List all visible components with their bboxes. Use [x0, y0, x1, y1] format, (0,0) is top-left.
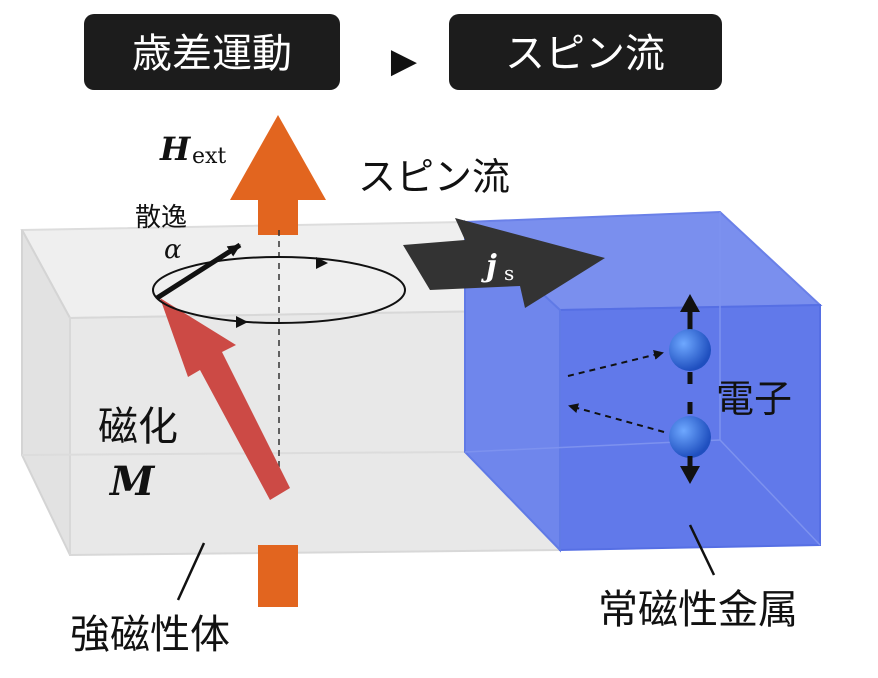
- electron-label: 電子: [716, 377, 792, 421]
- electron-spin-down: [669, 402, 711, 484]
- header-right-tag-label: スピン流: [505, 31, 665, 77]
- normal-metal-leader-line: [688, 524, 716, 576]
- ferromagnet-label: 強磁性体: [70, 612, 230, 658]
- damping-symbol: α: [164, 235, 182, 265]
- header-right-tag: スピン流: [449, 14, 722, 90]
- damping-arrow: [155, 242, 242, 301]
- spin-current-label: スピン流: [358, 155, 510, 199]
- current-density-subscript: s: [504, 261, 514, 285]
- spin-current-arrow: j s: [403, 218, 605, 308]
- magnetization-symbol: M: [108, 458, 156, 505]
- electron-spin-up: [669, 294, 711, 384]
- magnetization-arrow: [160, 298, 290, 500]
- field-label: H ext: [159, 130, 226, 169]
- normal-metal-label: 常磁性金属: [598, 587, 798, 633]
- magnetization-label: 磁化: [98, 404, 178, 450]
- field-subscript: ext: [192, 144, 226, 169]
- damping-label: 散逸: [135, 203, 187, 233]
- electron-arrow-down: [568, 403, 665, 433]
- header-left-tag-label: 歳差運動: [132, 31, 292, 77]
- field-symbol: H: [159, 130, 192, 168]
- header-arrow-icon: ▶: [391, 41, 418, 81]
- header-left-tag: 歳差運動: [84, 14, 340, 90]
- electron-arrow-up: [567, 350, 664, 377]
- precession-orbit: [152, 256, 406, 328]
- external-field-arrow: [230, 115, 326, 607]
- ferromagnet-leader-line: [176, 542, 206, 601]
